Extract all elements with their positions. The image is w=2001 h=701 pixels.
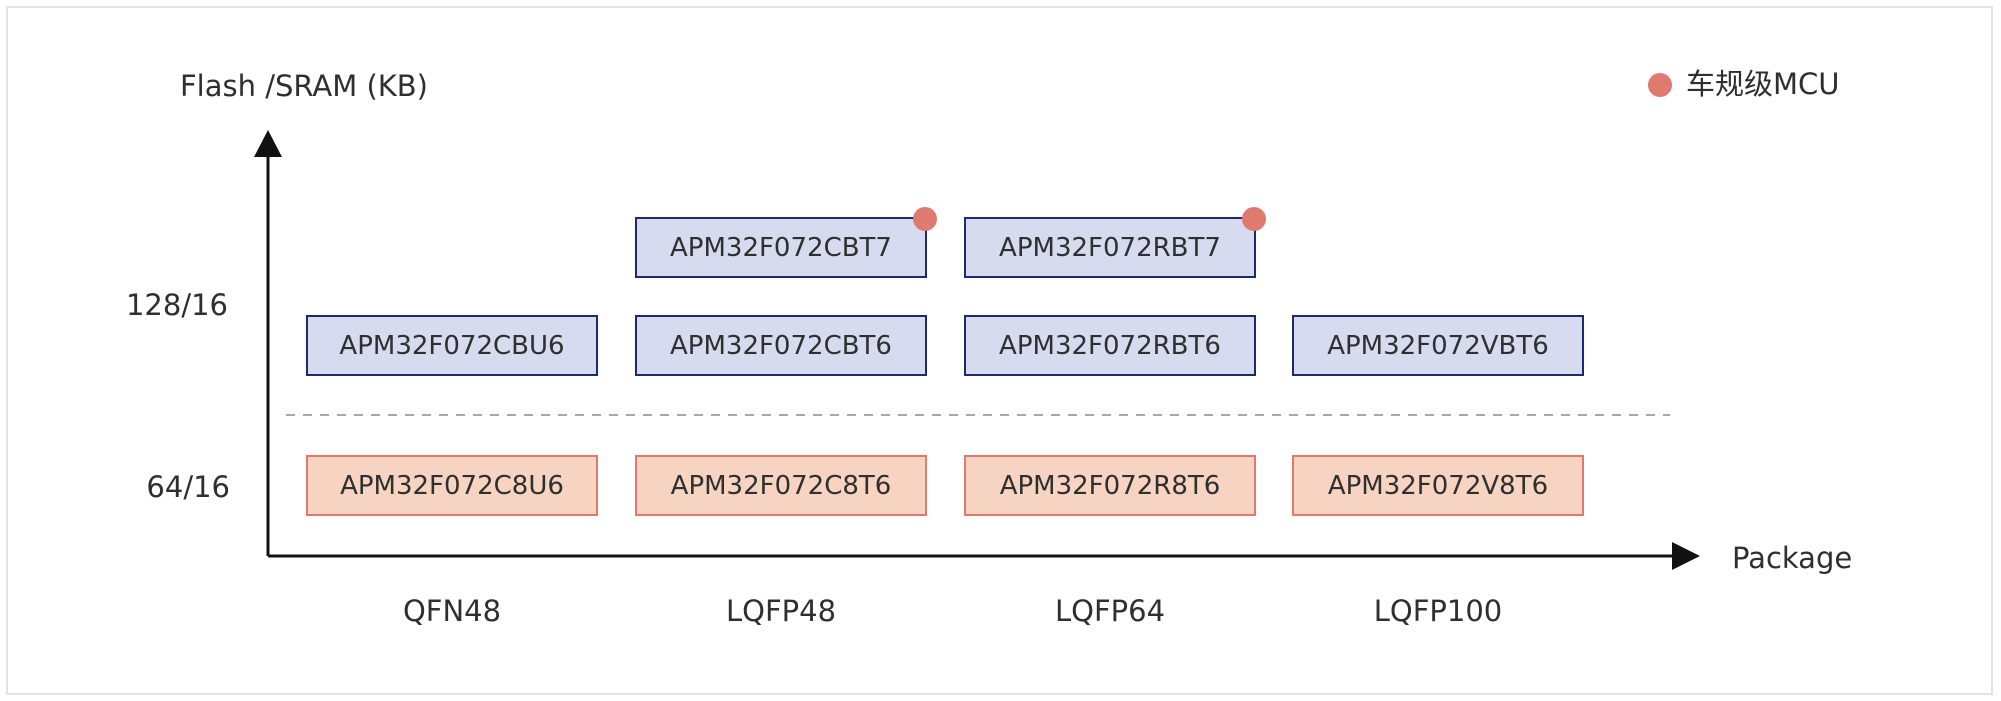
x-tick-lqfp100: LQFP100: [1373, 594, 1503, 628]
chip-label: APM32F072RBT7: [999, 232, 1221, 263]
chip-apm32f072cbt6: APM32F072CBT6: [635, 315, 927, 376]
chip-label: APM32F072CBU6: [339, 330, 565, 361]
x-tick-lqfp48: LQFP48: [725, 594, 837, 628]
chip-apm32f072vbt6: APM32F072VBT6: [1292, 315, 1584, 376]
diagram-frame: [6, 6, 1993, 695]
chip-label: APM32F072CBT6: [670, 330, 892, 361]
x-tick-qfn48: QFN48: [402, 594, 502, 628]
chip-apm32f072r8t6: APM32F072R8T6: [964, 455, 1256, 516]
chip-apm32f072rbt7: APM32F072RBT7: [964, 207, 1266, 278]
chip-label: APM32F072CBT7: [670, 232, 892, 263]
legend: 车规级MCU: [1648, 70, 1840, 99]
y-axis-arrowhead: [254, 130, 282, 157]
chip-label: APM32F072C8U6: [340, 470, 564, 501]
chip-apm32f072c8t6: APM32F072C8T6: [635, 455, 927, 516]
legend-label: 车规级MCU: [1686, 67, 1840, 101]
chip-label: APM32F072V8T6: [1327, 470, 1549, 501]
automotive-marker-dot: [1242, 207, 1266, 231]
x-axis-title: Package: [1732, 541, 1853, 575]
chip-label: APM32F072RBT6: [999, 330, 1221, 361]
chip-apm32f072rbt6: APM32F072RBT6: [964, 315, 1256, 376]
chip-label: APM32F072R8T6: [999, 470, 1221, 501]
x-tick-lqfp64: LQFP64: [1054, 594, 1166, 628]
chip-apm32f072cbu6: APM32F072CBU6: [306, 315, 598, 376]
chip-apm32f072c8u6: APM32F072C8U6: [306, 455, 598, 516]
chip-label: APM32F072VBT6: [1327, 330, 1549, 361]
automotive-marker-dot: [913, 207, 937, 231]
y-tick-64-16: 64/16: [146, 470, 230, 504]
chip-apm32f072v8t6: APM32F072V8T6: [1292, 455, 1584, 516]
x-axis-arrowhead: [1672, 542, 1700, 570]
legend-dot-icon: [1648, 72, 1672, 97]
chip-label: APM32F072C8T6: [670, 470, 892, 501]
y-tick-128-16: 128/16: [125, 288, 228, 322]
y-axis-title: Flash /SRAM (KB): [180, 69, 428, 103]
chip-apm32f072cbt7: APM32F072CBT7: [635, 207, 937, 278]
